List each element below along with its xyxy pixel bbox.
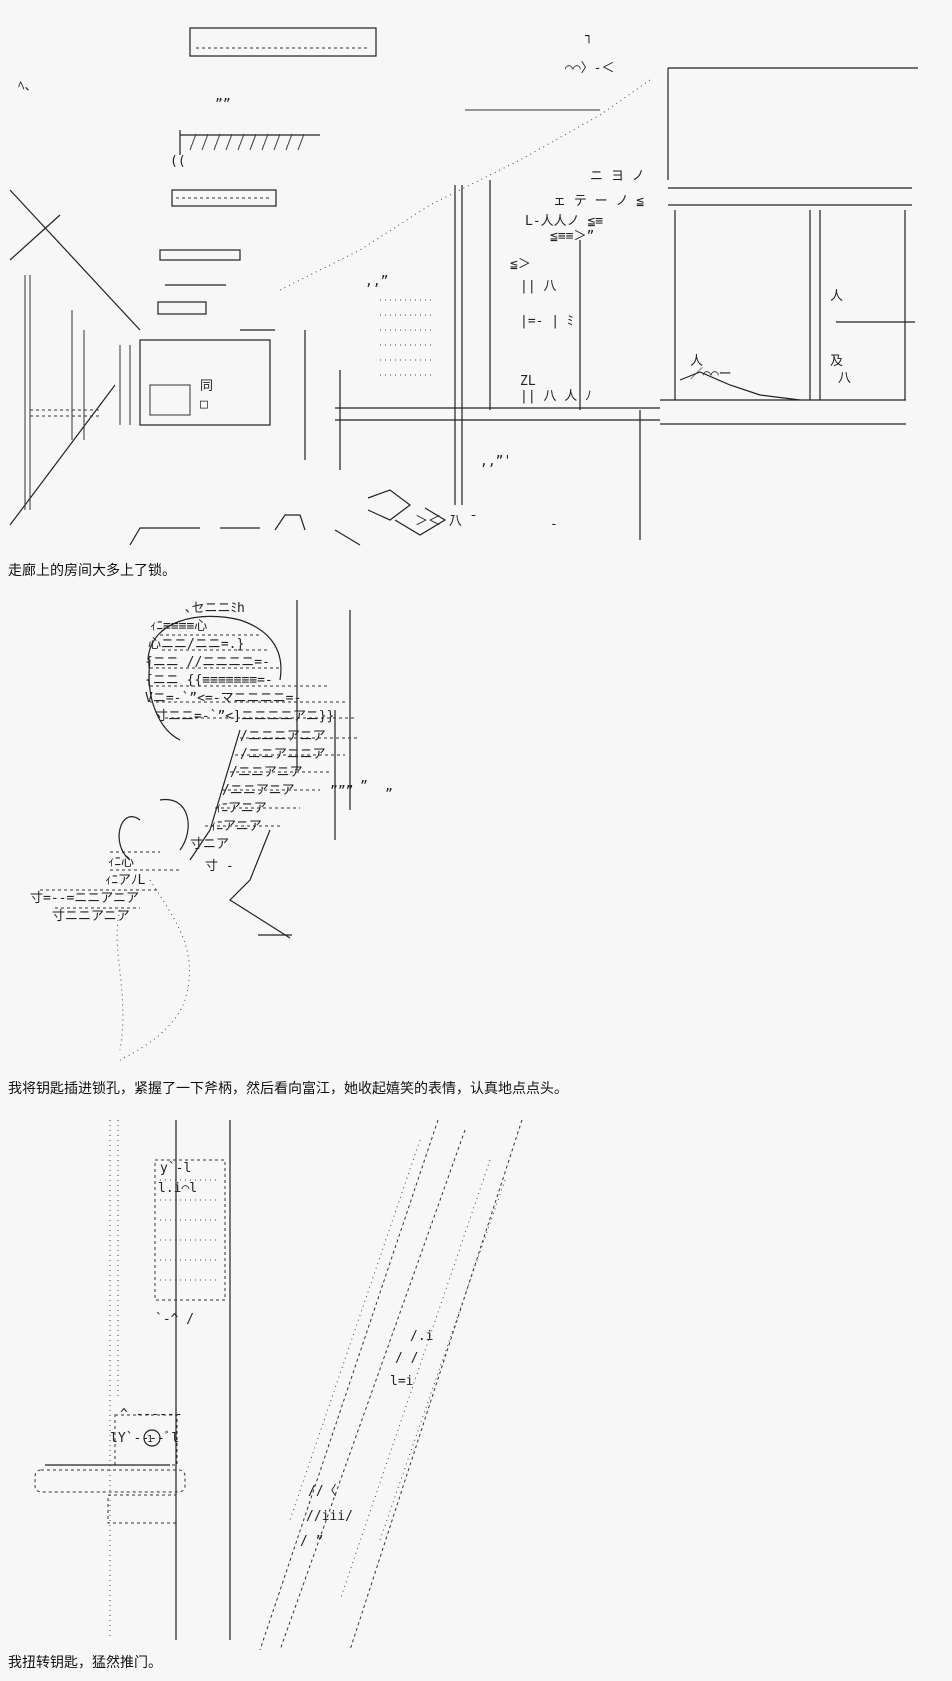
- svg-text:””: ””: [215, 97, 231, 112]
- svg-text:ｨﾆ≡≡≡≡心: ｨﾆ≡≡≡≡心: [150, 619, 207, 634]
- svg-text:寸ニニ=-`”<]ニニニニアニ}}: 寸ニニ=-`”<]ニニニニアニ}}: [155, 709, 334, 724]
- svg-text:寸=--=ニニアニア: 寸=--=ニニアニア: [30, 891, 139, 906]
- svg-text:”: ”: [385, 787, 393, 802]
- svg-text:ｨﾆアニア: ｨﾆアニア: [215, 801, 267, 816]
- caption-panel-2: 我将钥匙插进锁孔，紧握了一下斧柄，然后看向富江，她收起嬉笑的表情，认真地点点头。: [8, 1081, 568, 1097]
- svg-text:ｨﾆ心: ｨﾆ心: [108, 855, 134, 870]
- svg-text:寸 -: 寸 -: [205, 859, 234, 874]
- svg-text:,,”: ,,”: [365, 274, 388, 289]
- caption-panel-1: 走廊上的房间大多上了锁。: [8, 563, 176, 579]
- svg-text://〈: //〈: [308, 1484, 337, 1499]
- svg-text:{ニニ //ニニニニ=-: {ニニ //ニニニニ=-: [145, 655, 270, 670]
- svg-text:l.i⌒l: l.i⌒l: [158, 1181, 197, 1196]
- svg-text:-: -: [550, 517, 558, 532]
- svg-text:|| 八 人 ﾉ: || 八 人 ﾉ: [520, 389, 592, 404]
- svg-text:/ニニアニア: /ニニアニア: [222, 783, 295, 798]
- svg-text:”: ”: [360, 779, 368, 794]
- svg-text:`-^ /: `-^ /: [155, 1312, 194, 1327]
- svg-text:人: 人: [830, 289, 843, 304]
- svg-text:寸ニニアニア: 寸ニニアニア: [52, 909, 130, 924]
- svg-text:/.i: /.i: [410, 1329, 433, 1344]
- svg-text:{ニニ {{≡≡≡≡≡≡≡=-: {ニニ {{≡≡≡≡≡≡≡=-: [145, 673, 273, 688]
- caption-panel-3: 我扭转钥匙，猛然推门。: [8, 1655, 162, 1671]
- svg-text:,,”': ,,”': [480, 454, 511, 469]
- svg-text:ニ ヨ ノ: ニ ヨ ノ: [590, 169, 645, 184]
- svg-text:及: 及: [830, 354, 843, 369]
- svg-text:/ニニアニア: /ニニアニア: [230, 765, 303, 780]
- ascii-art-corridor: ﾍ、 ”” (( ┐ ⌒⌒〉-＜ ニ ヨ ノ ェ テ ー ノ ≦ L-人人ノ ≦…: [0, 0, 952, 555]
- svg-text:心ニニ/ニニ=.}: 心ニニ/ニニ=.}: [148, 637, 244, 652]
- svg-text:┐: ┐: [584, 29, 593, 44]
- svg-text:/ニニアニニア: /ニニアニニア: [240, 747, 326, 762]
- svg-text:□: □: [200, 397, 208, 412]
- svg-text:／⌒⌒ー: ／⌒⌒ー: [690, 367, 732, 382]
- svg-text://iii/: //iii/: [306, 1509, 353, 1524]
- svg-text:/ /: / /: [395, 1351, 418, 1366]
- svg-text:≦≡≡＞”: ≦≡≡＞”: [550, 229, 594, 244]
- svg-text:|| 八: || 八: [520, 279, 556, 294]
- svg-text:ZL: ZL: [520, 374, 536, 389]
- svg-text:Vニ=-`”<=-マニニニニ=-: Vニ=-`”<=-マニニニニ=-: [145, 691, 301, 706]
- svg-text:ｨﾆアニア: ｨﾆアニア: [210, 819, 262, 834]
- svg-text:((: ((: [170, 154, 186, 169]
- svg-text:L-人人ノ ≦≡: L-人人ノ ≦≡: [525, 214, 603, 229]
- svg-text:ｨﾆアﾉL: ｨﾆアﾉL: [105, 873, 146, 888]
- svg-text:1: 1: [147, 1434, 153, 1445]
- svg-text:”””: ”””: [330, 784, 353, 799]
- svg-text:ェ テ ー ノ ≦: ェ テ ー ノ ≦: [553, 194, 644, 209]
- svg-text:l=i: l=i: [390, 1374, 413, 1389]
- svg-text:y`-l: y`-l: [160, 1161, 191, 1176]
- svg-text:/ ”: / ”: [300, 1534, 323, 1549]
- svg-text:≦＞: ≦＞: [510, 257, 531, 272]
- svg-text:同: 同: [200, 379, 213, 394]
- svg-text:､セニニﾐh: ､セニニﾐh: [185, 601, 245, 616]
- svg-text:/ニニニアニア: /ニニニアニア: [240, 729, 326, 744]
- svg-text:⌒⌒〉-＜: ⌒⌒〉-＜: [565, 61, 614, 76]
- ascii-art-character: ､セニニﾐh ｨﾆ≡≡≡≡心 心ニニ/ニニ=.} {ニニ //ニニニニ=- {ニ…: [0, 590, 952, 1070]
- svg-text:^ ------: ^ ------: [120, 1407, 183, 1422]
- svg-text:|=- | ﾐ: |=- | ﾐ: [520, 314, 573, 329]
- svg-text:人: 人: [690, 354, 703, 369]
- svg-text:lY`----ﾞl: lY`----ﾞl: [110, 1431, 179, 1446]
- ascii-art-door: 1 y`-l l.i⌒l /.i / / l=i //〈 //iii/ / ” …: [0, 1100, 952, 1660]
- svg-text:ﾍ、: ﾍ、: [18, 79, 38, 94]
- svg-text:八: 八: [838, 371, 851, 386]
- svg-text:寸ニア: 寸ニア: [190, 837, 229, 852]
- svg-text:＞＜ ̄八 ̄: ＞＜ ̄八 ̄: [415, 514, 476, 529]
